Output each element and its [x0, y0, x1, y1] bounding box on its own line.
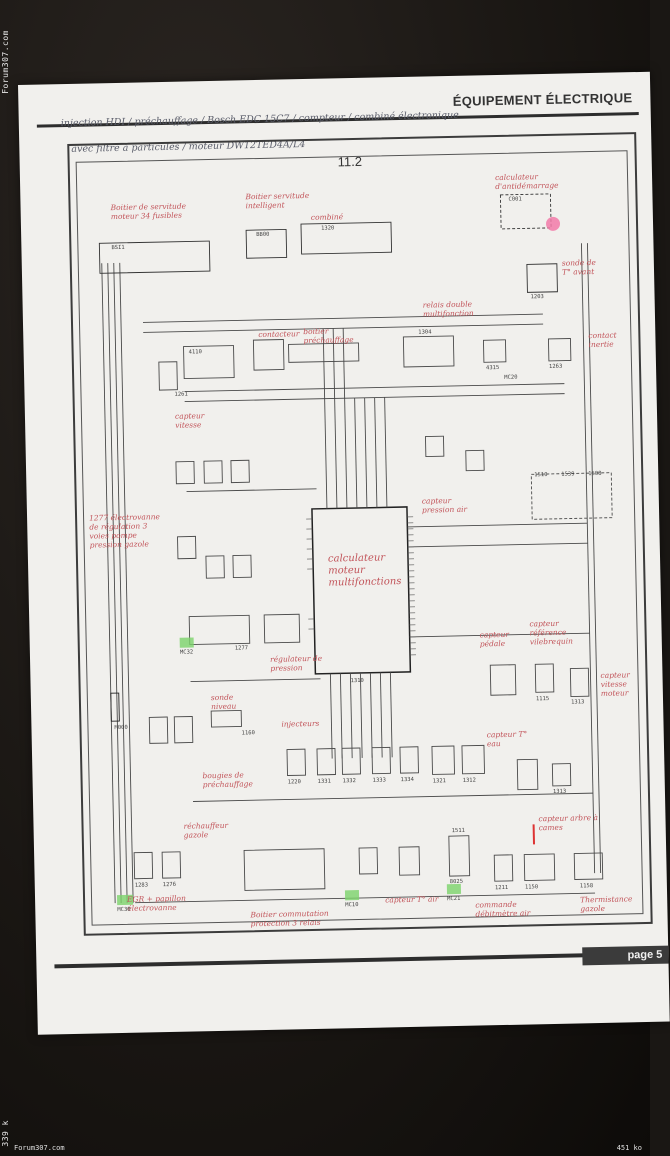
annotation-sonde-niveau: sonde niveau: [210, 692, 237, 712]
code-label: MC21: [447, 895, 461, 903]
code-label: 1115: [535, 696, 550, 703]
annotation-debimetre: commande débitmètre air: [475, 899, 531, 919]
code-label: 1334: [400, 776, 414, 784]
code-label: 1313: [552, 788, 567, 795]
code-label: 1150: [524, 884, 539, 891]
annotation-capteur-arbre: capteur arbre à cames: [538, 813, 599, 833]
code-label: 1510: [534, 471, 548, 479]
code-label: MC30: [117, 906, 131, 914]
annotation-contacteur: contacteur: [258, 329, 300, 340]
code-label: 1539: [561, 471, 575, 478]
annotation-capteur-pression-air: capteur pression air: [421, 496, 468, 515]
code-label: 4110: [188, 349, 202, 356]
code-label: 1304: [418, 329, 432, 336]
code-label: 1310: [350, 677, 364, 685]
code-label: 1276: [162, 881, 177, 889]
annotation-rechauffeur: réchauffeur gazole: [183, 820, 229, 840]
code-label: 1277: [234, 645, 249, 652]
code-label: BB00: [256, 231, 270, 239]
annotation-boitier-servitude: Boitier de servitude moteur 34 fusibles: [110, 201, 187, 222]
annotation-capteur-t-eau: capteur T° eau: [486, 729, 528, 749]
code-label: 1203: [530, 294, 544, 301]
annotation-capteur-vitesse: capteur vitesse: [174, 411, 205, 430]
annotation-boitier-3-relais: Boitier commutation protection 3 relais: [250, 908, 329, 929]
annotation-combine: combiné: [310, 212, 344, 222]
code-label: 1331: [317, 778, 331, 785]
annotation-relais-multi: relais double multifonction: [422, 299, 474, 319]
document-page: ÉQUIPEMENT ÉLECTRIQUE injection HDI / pr…: [18, 71, 670, 1035]
code-label: 1211: [494, 884, 509, 892]
annotation-regulateur-pression: régulateur de pression: [269, 653, 323, 673]
code-label: MC10: [345, 902, 359, 909]
annotation-injecteurs: injecteurs: [281, 718, 320, 729]
footer-file-size: 451 ko: [616, 1144, 642, 1152]
code-label: 1313: [570, 699, 585, 706]
photo-footer-bar: Forum307.com 451 ko: [0, 1144, 650, 1156]
code-label: 4315: [485, 364, 500, 372]
annotation-electrovanne: 1277 électrovanne de régulation 3 voies …: [88, 512, 161, 550]
annotation-contact-inertie: contact inertie: [588, 330, 617, 350]
annotation-capteur-vitesse-moteur: capteur vitesse moteur: [600, 670, 630, 698]
wiring-schematic: [98, 193, 613, 906]
annotation-sonde-temp: sonde de T° avant: [561, 257, 596, 277]
code-label: BSI1: [111, 244, 125, 252]
code-label: 1261: [174, 391, 188, 398]
page-number-tab: page 5: [582, 945, 669, 966]
annotation-capteur-ref: capteur référence vilebrequin: [529, 618, 574, 647]
code-label: 1160: [241, 730, 255, 737]
code-label: 1333: [372, 777, 386, 784]
annotation-boitier-prechauffage: boitier préchauffage: [303, 326, 354, 346]
annotation-thermistance: Thermistance gazole: [580, 894, 633, 914]
annotation-capteur-air: capteur T° air: [385, 894, 439, 905]
annotation-calc-antidemarrage: calculateur d'antidémarrage: [494, 172, 559, 192]
code-label: 1283: [134, 882, 149, 889]
code-label: 1321: [432, 778, 446, 785]
annotation-bougies: bougies de préchauffage: [202, 770, 253, 790]
side-watermark: Forum307.com: [1, 30, 10, 94]
code-label: C001: [508, 196, 522, 203]
code-label: MC32: [179, 649, 194, 656]
side-watermark-size: 339 k: [1, 1120, 10, 1147]
annotation-capteur-pedale: capteur pédale: [479, 629, 510, 649]
annotation-calc-moteur: calculateur moteur multifonctions: [327, 552, 402, 589]
code-label: 1220: [287, 779, 301, 786]
code-label: 8025: [449, 878, 464, 886]
annotation-egr: EGR + papillon électrovanne: [126, 893, 186, 913]
code-label: M000: [114, 724, 128, 732]
code-label: 1511: [451, 827, 466, 835]
code-label: 1508: [588, 470, 602, 478]
code-label: 1332: [342, 778, 356, 785]
code-label: MC20: [504, 374, 518, 381]
code-label: 1158: [579, 883, 594, 890]
footer-site: Forum307.com: [14, 1144, 65, 1152]
code-label: 1312: [462, 777, 476, 784]
code-label: 1263: [548, 363, 563, 370]
annotation-boitier-ss: Boitier servitude intelligent: [245, 190, 310, 211]
code-label: 1320: [321, 225, 335, 232]
